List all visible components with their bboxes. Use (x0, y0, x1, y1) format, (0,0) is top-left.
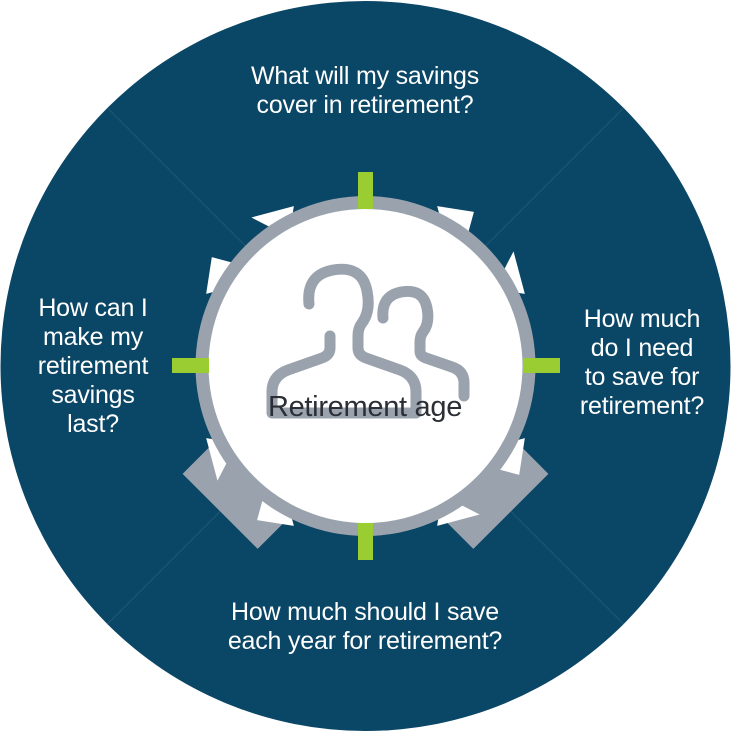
quadrant-wedge-top (88, 1, 643, 366)
ring-ticks (172, 172, 560, 560)
quadrant-wedge-left (0, 88, 366, 644)
ring-tick-bottom (358, 523, 373, 560)
quadrant-wedge-bottom (88, 366, 643, 731)
quadrant-wedge-right (365, 88, 731, 644)
ring-tick-right (523, 358, 560, 373)
ring-tick-left (172, 358, 209, 373)
quadrant-label-left: How can I make my retirement savings las… (37, 294, 149, 438)
center-disc (208, 209, 523, 523)
center-label: Retirement age (267, 391, 463, 423)
quadrant-label-bottom: How much should I save each year for ret… (227, 598, 503, 655)
two-people-icon (266, 263, 470, 419)
quadrant-label-right: How much do I need to save for retiremen… (579, 305, 705, 420)
quadrant-label-top: What will my savings cover in retirement… (251, 62, 479, 119)
ring-tick-top (358, 172, 373, 209)
